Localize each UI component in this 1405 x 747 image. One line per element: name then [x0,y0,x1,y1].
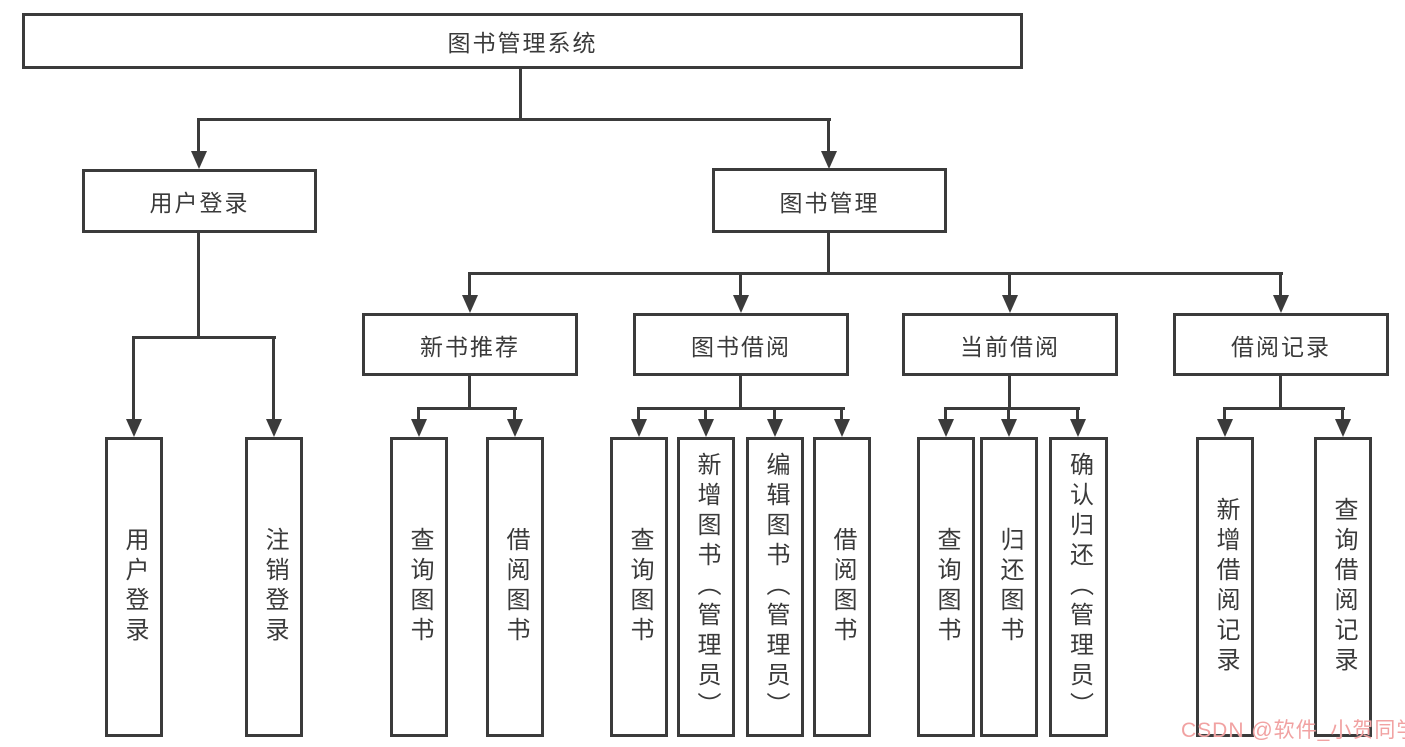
leaf-label: 用户登录 [121,527,148,647]
leaf-logout: 注销登录 [245,437,303,737]
arrowhead-down-icon [1335,419,1351,437]
connector-drop-current-borrowing [1008,272,1011,297]
connector-user-login-trunk [197,232,200,339]
node-label: 新书推荐 [420,333,520,360]
node-new-book-recommend: 新书推荐 [362,313,578,376]
connector-drop-leaf [1223,407,1226,421]
connector-drop-leaf [272,336,275,421]
leaf-add-borrow-record: 新增借阅记录 [1196,437,1254,737]
arrowhead-down-icon [1002,295,1018,313]
node-label: 图书借阅 [691,333,791,360]
connector-drop-book-borrowing [739,272,742,297]
csdn-watermark: CSDN @软件_小贺同学 [1181,719,1405,742]
arrowhead-down-icon [126,419,142,437]
connector-current-borrowing-splitter [944,407,1080,410]
connector-drop-leaf [840,407,843,421]
node-book-management: 图书管理 [712,168,947,233]
connector-drop-leaf [944,407,947,421]
arrowhead-down-icon [1217,419,1233,437]
arrowhead-down-icon [698,419,714,437]
connector-drop-leaf [1007,407,1010,421]
connector-drop-book-management [827,118,830,152]
connector-drop-leaf [417,407,420,421]
leaf-query-books-current: 查询图书 [917,437,975,737]
connector-root-trunk [519,69,522,118]
arrowhead-down-icon [821,151,837,169]
connector-borrowing-records-trunk [1279,376,1282,410]
connector-drop-leaf [704,407,707,421]
leaf-label: 注销登录 [261,527,288,647]
node-label: 借阅记录 [1231,333,1331,360]
leaf-query-books-recommend: 查询图书 [390,437,448,737]
node-label: 当前借阅 [960,333,1060,360]
node-library-management-system: 图书管理系统 [22,13,1023,69]
leaf-label: 新增图书（管理员） [693,452,720,722]
connector-current-borrowing-trunk [1008,376,1011,410]
connector-drop-leaf [513,407,516,421]
arrowhead-down-icon [1273,295,1289,313]
connector-book-management-trunk [827,233,830,275]
connector-book-borrowing-splitter [637,407,845,410]
connector-drop-leaf [1076,407,1079,421]
arrowhead-down-icon [938,419,954,437]
connector-user-login-splitter [132,336,276,339]
connector-drop-leaf [1341,407,1344,421]
leaf-label: 查询图书 [626,527,653,647]
arrowhead-down-icon [631,419,647,437]
connector-drop-leaf [132,336,135,421]
arrowhead-down-icon [1001,419,1017,437]
connector-book-borrowing-trunk [739,376,742,410]
leaf-label: 查询图书 [933,527,960,647]
connector-root-splitter [197,118,831,121]
connector-book-management-splitter [468,272,1283,275]
leaf-label: 归还图书 [996,527,1023,647]
connector-drop-leaf [637,407,640,421]
arrowhead-down-icon [507,419,523,437]
arrowhead-down-icon [411,419,427,437]
arrowhead-down-icon [767,419,783,437]
leaf-label: 借阅图书 [829,527,856,647]
leaf-confirm-return-admin: 确认归还（管理员） [1049,437,1108,737]
connector-drop-new-book [468,272,471,297]
connector-new-book-trunk [468,376,471,410]
leaf-label: 查询借阅记录 [1330,497,1357,677]
arrowhead-down-icon [462,295,478,313]
leaf-edit-book-admin: 编辑图书（管理员） [746,437,804,737]
leaf-label: 借阅图书 [502,527,529,647]
arrowhead-down-icon [834,419,850,437]
leaf-label: 编辑图书（管理员） [762,452,789,722]
node-current-borrowing: 当前借阅 [902,313,1118,376]
connector-drop-user-login [197,118,200,152]
node-label: 图书管理 [779,189,880,216]
node-label: 图书管理系统 [447,30,598,56]
node-user-login: 用户登录 [82,169,317,233]
leaf-borrow-books-borrowing: 借阅图书 [813,437,871,737]
connector-drop-leaf [773,407,776,421]
leaf-query-books-borrowing: 查询图书 [610,437,668,737]
connector-drop-borrowing-records [1279,272,1282,297]
leaf-add-book-admin: 新增图书（管理员） [677,437,735,737]
leaf-label: 确认归还（管理员） [1065,452,1093,722]
leaf-query-borrow-record: 查询借阅记录 [1314,437,1372,737]
arrowhead-down-icon [191,151,207,169]
leaf-user-login: 用户登录 [105,437,163,737]
arrowhead-down-icon [266,419,282,437]
node-label: 用户登录 [149,190,250,216]
node-book-borrowing: 图书借阅 [633,313,849,376]
leaf-return-books: 归还图书 [980,437,1038,737]
connector-borrowing-records-splitter [1223,407,1345,410]
arrowhead-down-icon [1070,419,1086,437]
arrowhead-down-icon [733,295,749,313]
leaf-borrow-books-recommend: 借阅图书 [486,437,544,737]
connector-new-book-splitter [417,407,517,410]
leaf-label: 新增借阅记录 [1212,497,1239,677]
node-borrowing-records: 借阅记录 [1173,313,1389,376]
leaf-label: 查询图书 [406,527,433,647]
